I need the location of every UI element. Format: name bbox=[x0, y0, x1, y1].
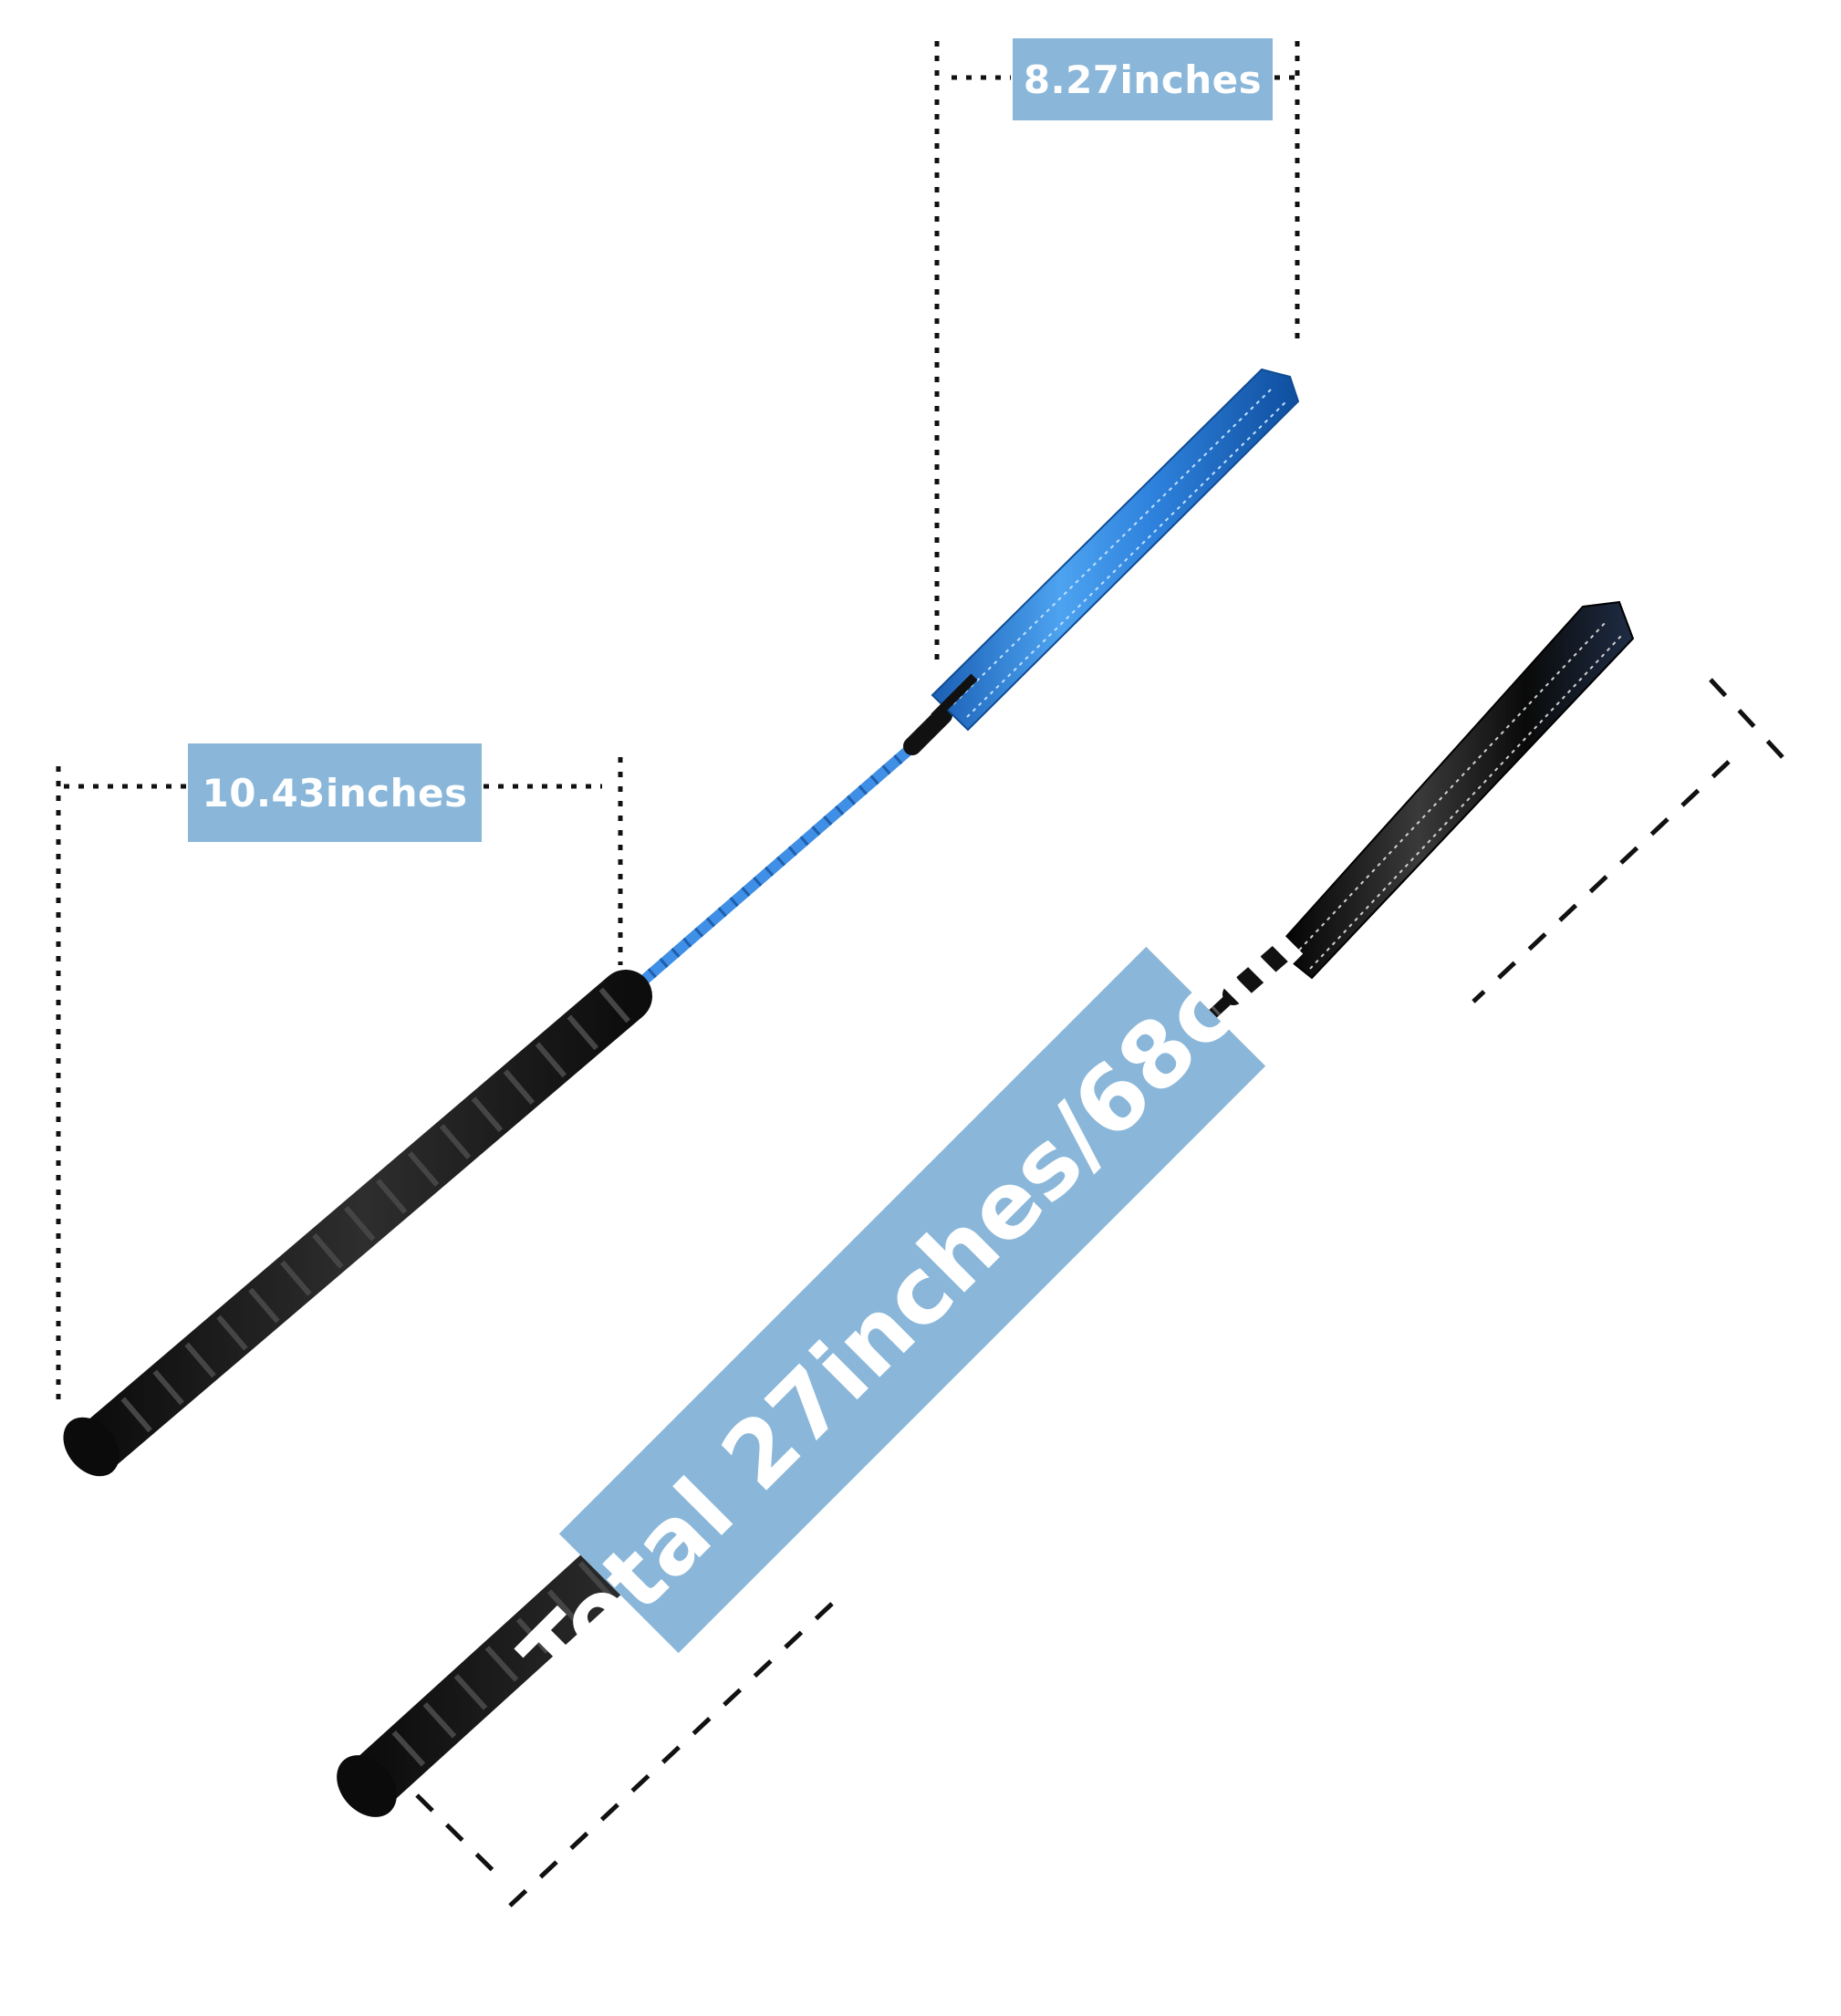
blue-flap-stitch bbox=[952, 387, 1274, 705]
black-flap-stitch bbox=[1293, 621, 1607, 957]
blue-riding-crop bbox=[63, 368, 1300, 1477]
blue-crop-flap bbox=[931, 368, 1300, 732]
black-grip-texture bbox=[368, 1279, 923, 1788]
black-crop-flap bbox=[1274, 600, 1635, 980]
handle-length-label: 10.43inches bbox=[188, 743, 482, 842]
lash-length-guide bbox=[934, 41, 1300, 666]
blue-shaft-wrap bbox=[624, 736, 923, 999]
blue-crop-grip bbox=[72, 970, 652, 1472]
blue-grip-end-cap bbox=[63, 1417, 120, 1477]
blue-flap-stitch-2 bbox=[966, 400, 1287, 718]
total-length-guide bbox=[415, 678, 1794, 1908]
black-flap-stitch-2 bbox=[1309, 634, 1623, 970]
handle-length-guide bbox=[56, 757, 623, 1400]
lash-length-label: 8.27inches bbox=[1013, 38, 1273, 120]
black-grip-end-cap bbox=[337, 1755, 397, 1817]
blue-crop-keeper bbox=[903, 706, 952, 755]
dimension-guides bbox=[56, 41, 1794, 1908]
blue-flap-ring bbox=[931, 673, 978, 721]
